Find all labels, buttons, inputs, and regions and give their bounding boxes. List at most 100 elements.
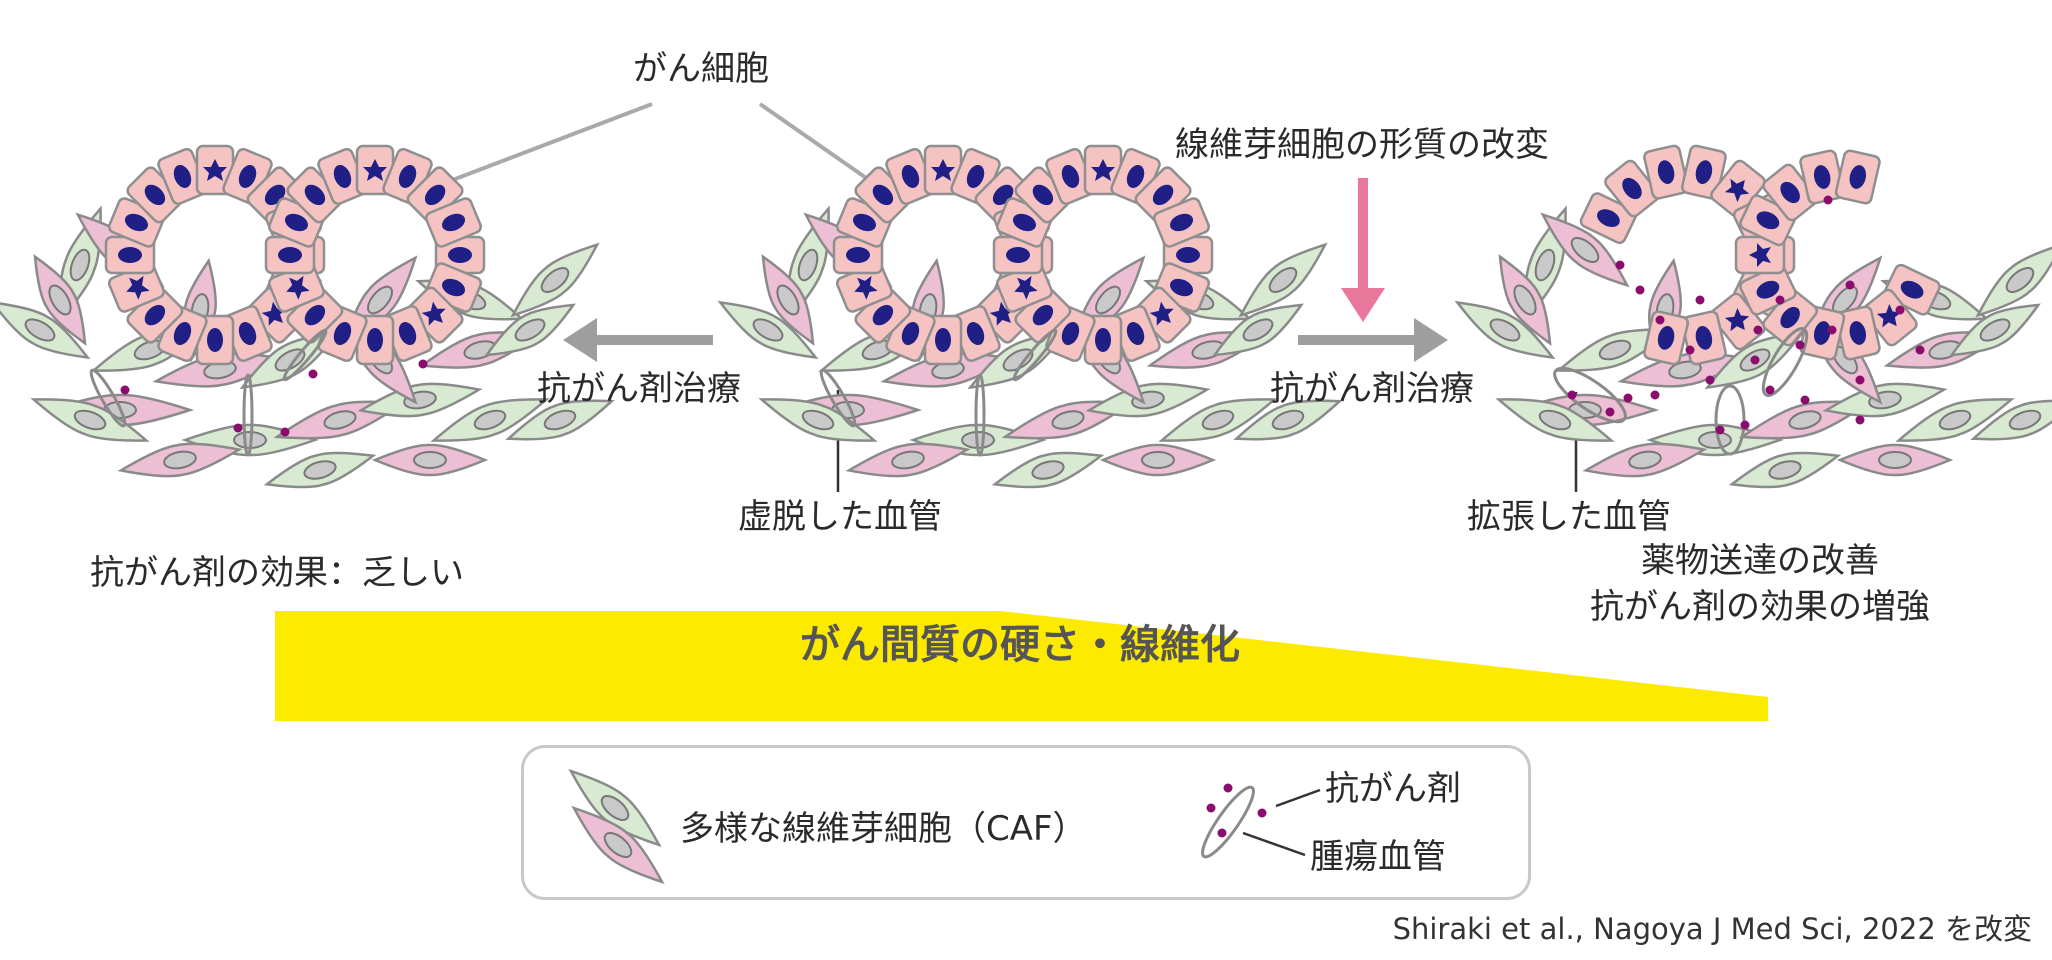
fibroblast-nucleus (1698, 431, 1732, 449)
blood-vessel (282, 328, 328, 382)
drug-dot (1895, 305, 1905, 315)
label-improved-delivery: 薬物送達の改善 (1641, 541, 1879, 581)
tumor-cell (126, 166, 184, 224)
tumor-nucleus (1695, 160, 1713, 184)
drug-dot (1257, 808, 1267, 818)
tumor-nucleus (421, 301, 446, 326)
tumor-cell (1153, 197, 1211, 248)
fibroblast-nucleus (1979, 318, 2011, 342)
tumor-nucleus (1622, 177, 1642, 200)
tumor-nucleus (118, 247, 142, 263)
legend-drug-label: 抗がん剤 (1325, 769, 1461, 809)
fibroblast-nucleus (1095, 285, 1121, 315)
tumor-nucleus (333, 164, 352, 188)
tumor-nucleus (304, 184, 326, 206)
drug-dot (1223, 783, 1233, 793)
tumor-nucleus (1176, 247, 1200, 263)
fibroblast-nucleus (2005, 267, 2035, 293)
panel-center (717, 144, 1343, 489)
tumor-cell (1134, 166, 1192, 224)
drug-dot (1655, 315, 1665, 325)
tumor-nucleus (126, 275, 150, 300)
tumor-nucleus (1657, 160, 1675, 184)
tumor-cell (854, 286, 912, 344)
label-collapsed-vessel: 虚脱した血管 (738, 497, 942, 537)
banner-label: がん間質の硬さ・線維化 (800, 622, 1240, 668)
tumor-cell (195, 144, 235, 196)
tumor-nucleus (1849, 165, 1867, 189)
tumor-nucleus (852, 213, 876, 232)
tumor-nucleus (1149, 301, 1174, 326)
tumor-nucleus (264, 184, 286, 206)
blood-vessel (819, 368, 857, 428)
fibroblast-cell (1540, 212, 1630, 288)
blood-vessel (89, 368, 127, 428)
fibroblast-cell (1895, 398, 2015, 442)
tumor-nucleus (1724, 307, 1750, 332)
tumor-nucleus (1170, 278, 1194, 297)
tumor-nucleus (846, 247, 870, 263)
tumor-nucleus (1095, 328, 1111, 352)
tumor-nucleus (207, 328, 223, 352)
label-fibroblast-modification: 線維芽細胞の形質の改変 (1175, 125, 1549, 165)
panel-remodeled (1454, 144, 2052, 489)
drug-dot (1845, 280, 1855, 290)
drug-dot (120, 385, 130, 395)
blood-vessel (1714, 384, 1746, 456)
drug-dot (1823, 195, 1833, 205)
fibroblast-nucleus (163, 450, 197, 470)
fibroblast-cell (510, 242, 600, 318)
fibroblast-nucleus (1768, 460, 1802, 480)
panel-untreated (0, 144, 615, 489)
fibroblast-cell (1495, 398, 1615, 442)
legend-pointer (1275, 788, 1321, 808)
fibroblast-cell (1836, 443, 1954, 477)
tumor-cell (246, 166, 304, 224)
fibroblast-cell (1975, 242, 2052, 318)
tumor-nucleus (424, 184, 446, 206)
legend-icons (568, 768, 1321, 885)
drug-dot (1623, 393, 1633, 403)
tumor-nucleus (872, 184, 894, 206)
fibroblast-nucleus (1242, 318, 1274, 342)
fibroblast-nucleus (776, 284, 800, 316)
fibroblast-nucleus (1878, 451, 1912, 469)
drug-dot (1765, 385, 1775, 395)
fibroblast-nucleus (473, 409, 507, 431)
tumor-nucleus (278, 247, 302, 263)
fibroblast-cell (430, 398, 550, 442)
tumor-nucleus (1152, 184, 1174, 206)
tumor-nucleus (173, 164, 192, 188)
tumor-cell (1643, 144, 1690, 200)
tumor-nucleus (1780, 181, 1800, 204)
fibroblast-nucleus (1570, 237, 1600, 263)
drug-dot (1695, 295, 1705, 305)
tumor-nucleus (989, 301, 1014, 326)
fibroblast-nucleus (1271, 409, 1305, 431)
fibroblast-cell (1970, 399, 2052, 441)
fibroblast-nucleus (752, 318, 784, 342)
tumor-nucleus (1032, 304, 1054, 326)
tumor-cell (1643, 310, 1690, 366)
tumor-nucleus (442, 213, 466, 232)
fibroblast-nucleus (323, 410, 357, 430)
tumor-cell (1834, 149, 1881, 205)
fibroblast-nucleus (801, 409, 835, 431)
fibroblast-nucleus (1628, 450, 1662, 470)
fibroblast-nucleus (1668, 360, 1702, 380)
drug-dot (1567, 390, 1577, 400)
fibroblast-nucleus (797, 248, 819, 282)
legend-box (521, 745, 1531, 900)
banner-wedge (275, 611, 1768, 721)
tumor-nucleus (901, 164, 920, 188)
tumor-nucleus (333, 322, 352, 346)
tumor-nucleus (1813, 165, 1831, 189)
fibroblast-nucleus (543, 409, 577, 431)
tumor-nucleus (284, 213, 308, 232)
tumor-nucleus (261, 301, 286, 326)
tumor-nucleus (931, 159, 955, 181)
tumor-nucleus (1061, 164, 1080, 188)
fibroblast-cell (758, 398, 878, 442)
fibroblast-nucleus (1489, 318, 1521, 342)
tumor-cell (1110, 305, 1161, 363)
